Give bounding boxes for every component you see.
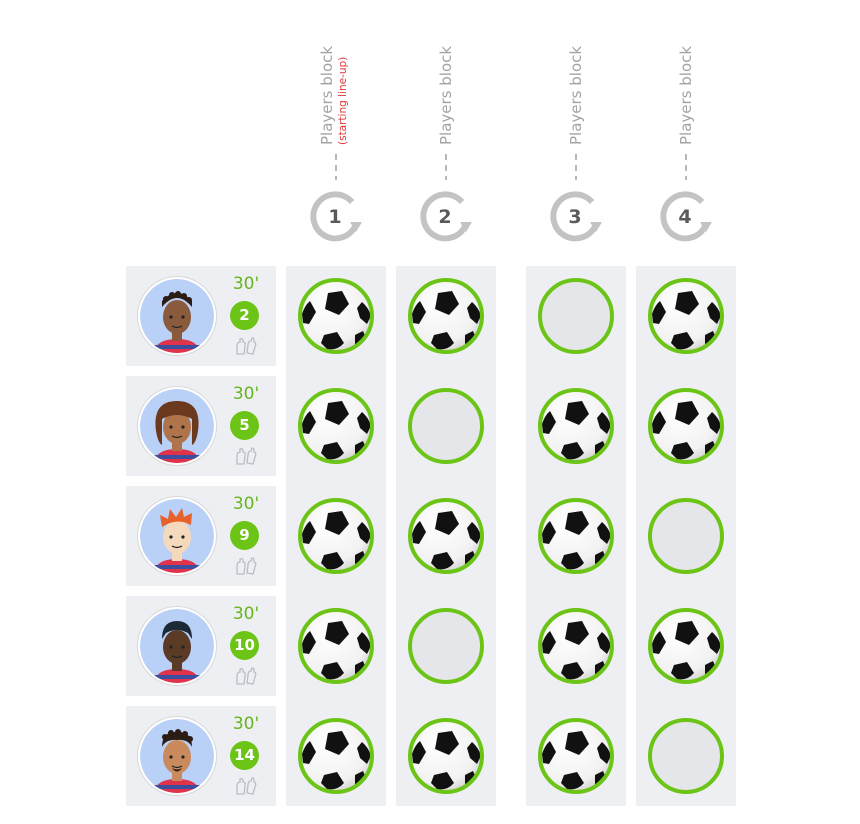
player-card[interactable]: 30'14: [126, 706, 276, 806]
goalkeeper-gloves-icon[interactable]: [234, 336, 258, 358]
rotate-arrow-icon: [416, 188, 478, 246]
avatar-curly-hair-icon: [138, 387, 216, 465]
player-card[interactable]: 30'2: [126, 266, 276, 366]
goalkeeper-gloves-icon[interactable]: [234, 446, 258, 468]
block-number: 3: [568, 206, 582, 228]
goalkeeper-gloves-icon[interactable]: [234, 666, 258, 688]
player-card[interactable]: 30'5: [126, 376, 276, 476]
soccer-ball-icon[interactable]: [647, 607, 725, 685]
shirt-number-badge: 10: [230, 631, 259, 660]
soccer-ball-icon[interactable]: [297, 387, 375, 465]
shirt-number-badge: 14: [230, 741, 259, 770]
goalkeeper-gloves-icon[interactable]: [234, 776, 258, 798]
block-number-badge[interactable]: 4: [656, 188, 718, 246]
rotate-arrow-icon: [306, 188, 368, 246]
empty-slot-icon[interactable]: [647, 497, 725, 575]
block-label: Players block: [567, 45, 585, 145]
shirt-number-badge: 5: [230, 411, 259, 440]
soccer-ball-icon[interactable]: [407, 717, 485, 795]
shirt-number-badge: 9: [230, 521, 259, 550]
block-number-badge[interactable]: 3: [546, 188, 608, 246]
empty-slot-icon[interactable]: [647, 717, 725, 795]
soccer-ball-icon[interactable]: [647, 387, 725, 465]
soccer-ball-icon[interactable]: [407, 497, 485, 575]
block-label: Players block: [437, 45, 455, 145]
block-header-3: Players block 3: [521, 20, 631, 250]
player-card[interactable]: 30'10: [126, 596, 276, 696]
soccer-ball-icon[interactable]: [297, 277, 375, 355]
block-label: Players block: [318, 45, 336, 145]
soccer-ball-icon[interactable]: [537, 497, 615, 575]
connector-dash: [335, 154, 337, 180]
block-header-1: Players block(starting line-up) 1: [281, 20, 391, 250]
block-number: 1: [328, 206, 342, 228]
soccer-ball-icon[interactable]: [537, 717, 615, 795]
block-number-badge[interactable]: 1: [306, 188, 368, 246]
block-header-2: Players block 2: [391, 20, 501, 250]
connector-dash: [685, 154, 687, 180]
block-number: 4: [678, 206, 692, 228]
avatar-goatee-icon: [138, 717, 216, 795]
empty-slot-icon[interactable]: [407, 607, 485, 685]
connector-dash: [575, 154, 577, 180]
minutes-played: 30': [232, 384, 260, 404]
block-number: 2: [438, 206, 452, 228]
soccer-ball-icon[interactable]: [297, 497, 375, 575]
avatar-red-hair-icon: [138, 497, 216, 575]
empty-slot-icon[interactable]: [407, 387, 485, 465]
minutes-played: 30': [232, 494, 260, 514]
soccer-ball-icon[interactable]: [537, 607, 615, 685]
soccer-ball-icon[interactable]: [537, 387, 615, 465]
connector-dash: [445, 154, 447, 180]
avatar-short-hair-icon: [138, 607, 216, 685]
rotate-arrow-icon: [546, 188, 608, 246]
rotate-arrow-icon: [656, 188, 718, 246]
soccer-ball-icon[interactable]: [297, 607, 375, 685]
minutes-played: 30': [232, 714, 260, 734]
block-number-badge[interactable]: 2: [416, 188, 478, 246]
block-header-4: Players block 4: [631, 20, 741, 250]
soccer-ball-icon[interactable]: [407, 277, 485, 355]
avatar-braids-icon: [138, 277, 216, 355]
block-label: Players block: [677, 45, 695, 145]
shirt-number-badge: 2: [230, 301, 259, 330]
soccer-ball-icon[interactable]: [647, 277, 725, 355]
soccer-ball-icon[interactable]: [297, 717, 375, 795]
empty-slot-icon[interactable]: [537, 277, 615, 355]
minutes-played: 30': [232, 274, 260, 294]
minutes-played: 30': [232, 604, 260, 624]
goalkeeper-gloves-icon[interactable]: [234, 556, 258, 578]
player-card[interactable]: 30'9: [126, 486, 276, 586]
block-sublabel: (starting line-up): [337, 56, 349, 145]
